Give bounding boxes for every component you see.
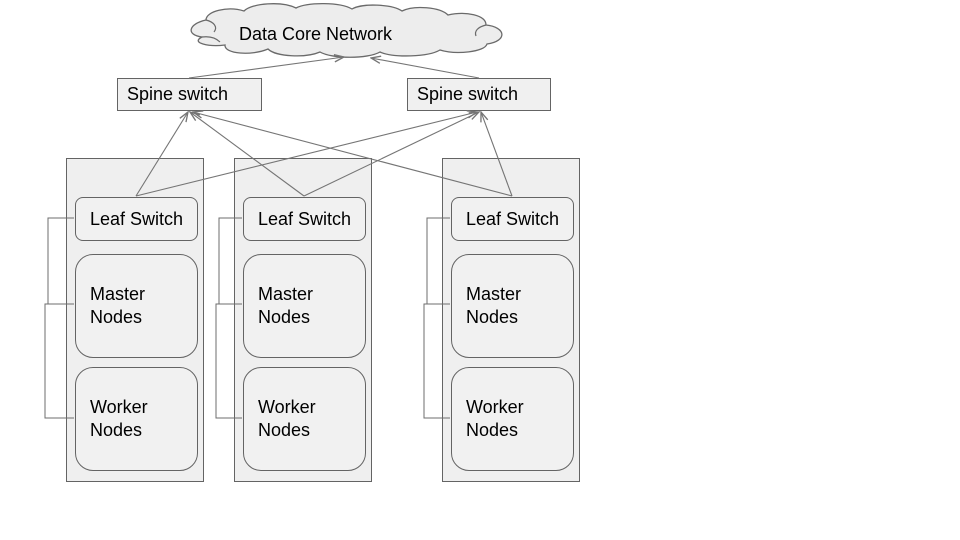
spine-switch-1-label: Spine switch [127, 84, 229, 104]
rack-1-worker-nodes-label: Worker Nodes [90, 397, 148, 440]
rack-3-leaf-switch: Leaf Switch [451, 197, 574, 241]
rack-3-worker-nodes: Worker Nodes [451, 367, 574, 471]
rack-3-master-nodes: Master Nodes [451, 254, 574, 358]
rack-2-master-nodes: Master Nodes [243, 254, 366, 358]
spine-switch-2: Spine switch [407, 78, 551, 111]
rack-2-worker-nodes: Worker Nodes [243, 367, 366, 471]
rack-1-master-nodes: Master Nodes [75, 254, 198, 358]
rack-1-worker-nodes: Worker Nodes [75, 367, 198, 471]
rack-2-leaf-switch-label: Leaf Switch [257, 208, 352, 229]
cloud-curl-right [474, 24, 487, 37]
rack-2-worker-nodes-label: Worker Nodes [258, 397, 316, 440]
rack-3-leaf-switch-label: Leaf Switch [465, 208, 560, 229]
spine-switch-1: Spine switch [117, 78, 262, 111]
rack-2-master-nodes-label: Master Nodes [258, 284, 314, 327]
rack-3-worker-nodes-label: Worker Nodes [466, 397, 524, 440]
rack-1: Leaf Switch Master Nodes Worker Nodes [66, 158, 204, 482]
spine-switch-2-label: Spine switch [417, 84, 519, 104]
cloud-curl-left [205, 19, 217, 33]
cloud-curl-left2 [201, 36, 221, 43]
rack-1-leaf-switch-label: Leaf Switch [89, 208, 184, 229]
rack-3-master-nodes-label: Master Nodes [466, 284, 522, 327]
rack-2-leaf-switch: Leaf Switch [243, 197, 366, 241]
rack-2: Leaf Switch Master Nodes Worker Nodes [234, 158, 372, 482]
rack-3: Leaf Switch Master Nodes Worker Nodes [442, 158, 580, 482]
cloud-label: Data Core Network [239, 24, 393, 44]
cloud-shape [190, 2, 503, 58]
rack-1-leaf-switch: Leaf Switch [75, 197, 198, 241]
rack-1-master-nodes-label: Master Nodes [90, 284, 146, 327]
